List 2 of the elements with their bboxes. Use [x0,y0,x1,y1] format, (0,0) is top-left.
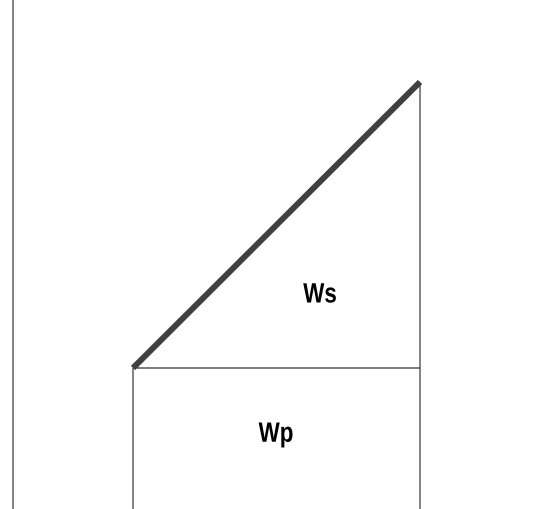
area-label: Wp [258,422,292,448]
area-label: Ws [303,283,336,303]
